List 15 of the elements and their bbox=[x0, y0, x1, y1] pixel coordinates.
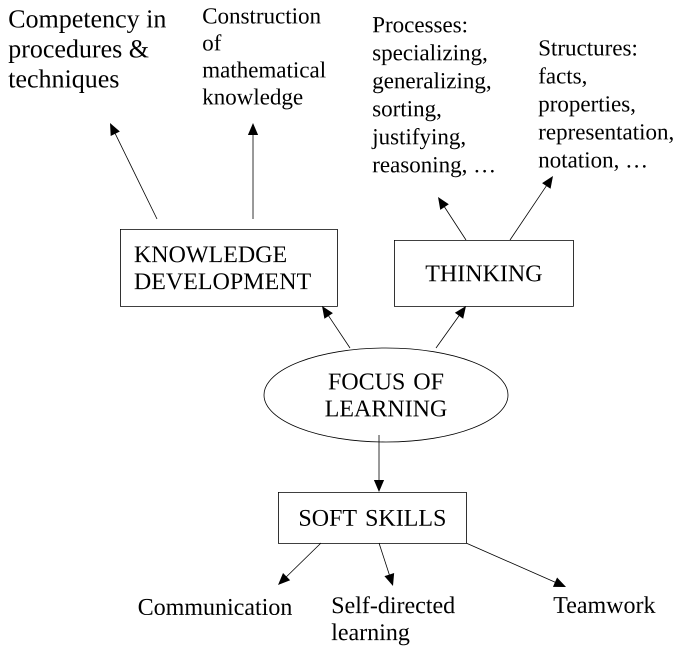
arrow bbox=[436, 306, 466, 348]
text-label: Processes: specializing, generalizing, sorting, justifying, reasoning, … bbox=[372, 17, 494, 178]
concept-box: KNOWLEDGE DEVELOPMENT bbox=[120, 229, 338, 307]
text-label: Competency in procedures & techniques bbox=[8, 10, 166, 93]
concept-box: THINKING bbox=[394, 240, 574, 307]
text-label: Self-directed learning bbox=[332, 596, 455, 646]
arrow bbox=[322, 306, 350, 348]
arrow bbox=[438, 197, 466, 240]
text-label: Communication bbox=[138, 598, 292, 616]
arrow bbox=[510, 176, 553, 240]
text-label: Teamwork bbox=[554, 596, 656, 614]
text-label: Structures: facts, properties, representation, notation, … bbox=[538, 40, 673, 171]
concept-box: SOFT SKILLS bbox=[278, 492, 467, 544]
arrow bbox=[278, 542, 322, 585]
text-label: Construction of mathematical knowledge bbox=[202, 8, 326, 110]
